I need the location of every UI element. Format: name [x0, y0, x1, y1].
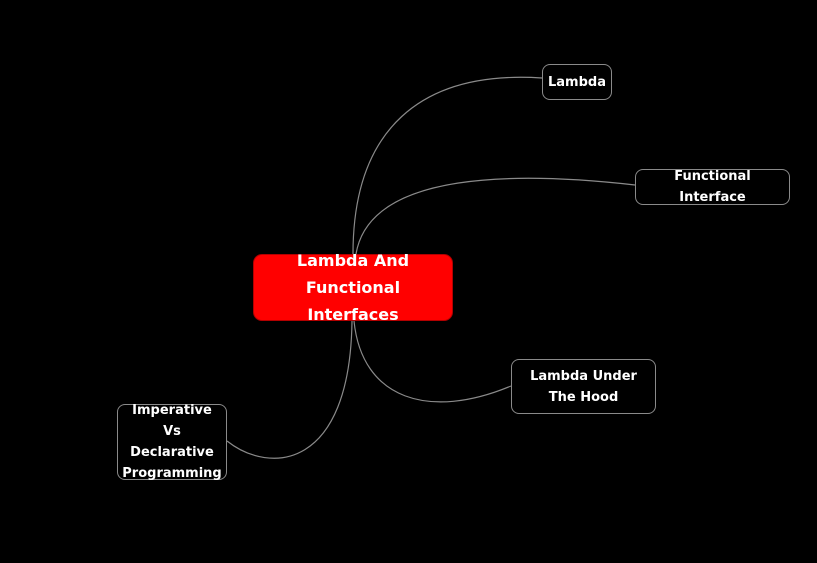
connector-imperative-vs-declarative	[226, 320, 353, 459]
connector-functional-interface	[355, 177, 636, 255]
central-topic[interactable]: Lambda And Functional Interfaces	[253, 251, 453, 324]
connector-lambda	[352, 76, 543, 255]
topic-imperative-vs-declarative[interactable]: Imperative Vs Declarative Programming	[117, 403, 227, 481]
topic-lambda-under-the-hood-label: Lambda Under The Hood	[530, 368, 637, 405]
topic-imperative-vs-declarative-label: Imperative Vs Declarative Programming	[122, 403, 222, 481]
topic-functional-interface-label: Functional Interface	[674, 169, 751, 205]
topic-lambda[interactable]: Lambda	[542, 64, 612, 100]
topic-lambda-under-the-hood[interactable]: Lambda Under The Hood	[511, 359, 656, 414]
topic-lambda-label: Lambda	[548, 74, 606, 90]
connector-lambda-under-the-hood	[353, 320, 512, 403]
central-topic-label: Lambda And Functional Interfaces	[296, 251, 410, 324]
topic-functional-interface[interactable]: Functional Interface	[635, 169, 790, 205]
